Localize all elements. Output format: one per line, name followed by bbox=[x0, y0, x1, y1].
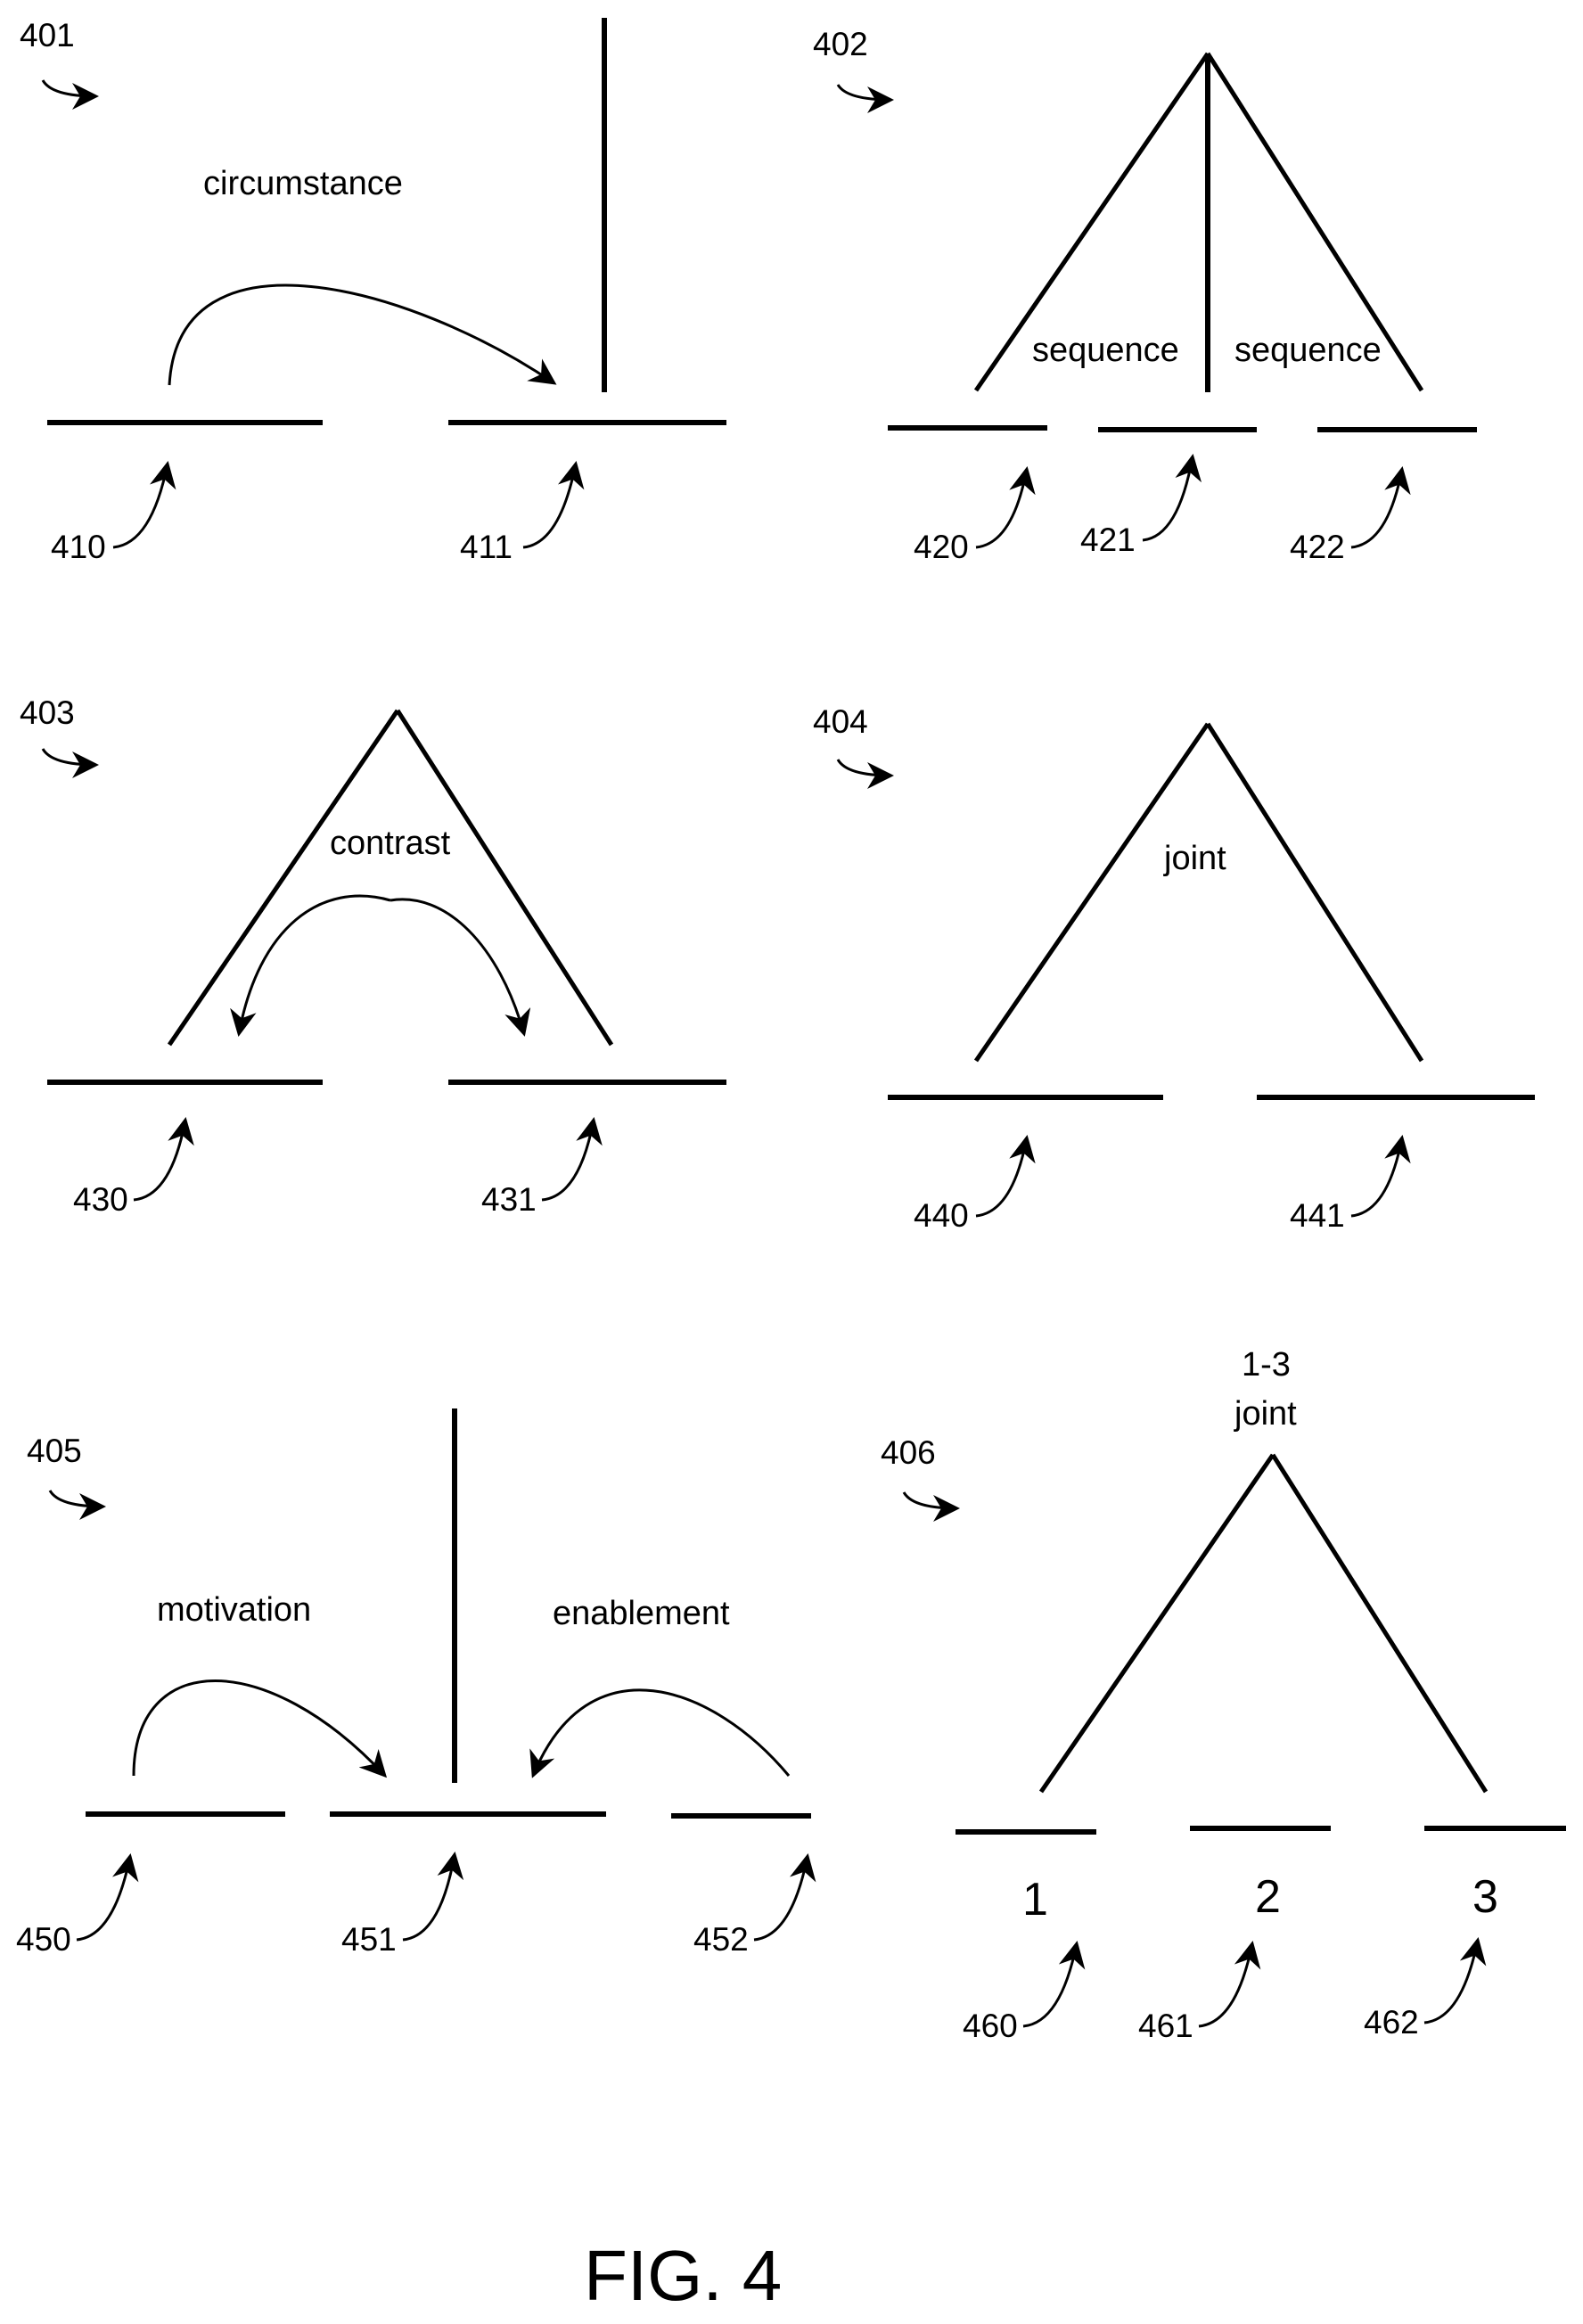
leader-arrow-451 bbox=[403, 1854, 455, 1940]
diagram-405: 405 motivation enablement 450 451 452 bbox=[16, 1408, 811, 1958]
leader-arrow-440 bbox=[976, 1137, 1027, 1216]
relation-arrow bbox=[169, 285, 554, 385]
diagram-ref-403: 403 bbox=[20, 694, 75, 731]
span-right-line bbox=[398, 710, 611, 1045]
diagram-ref-404: 404 bbox=[813, 703, 868, 740]
diagram-pointer-arrow bbox=[43, 80, 96, 96]
segment-ref-431: 431 bbox=[481, 1181, 537, 1218]
unit-label-1: 1 bbox=[1022, 1874, 1048, 1926]
segment-ref-462: 462 bbox=[1364, 2004, 1419, 2041]
segment-ref-440: 440 bbox=[914, 1197, 969, 1234]
leader-arrow-461 bbox=[1199, 1943, 1252, 2026]
leader-arrow-460 bbox=[1023, 1943, 1077, 2026]
span-label: 1-3 bbox=[1242, 1346, 1291, 1384]
unit-label-2: 2 bbox=[1255, 1871, 1281, 1923]
segment-ref-441: 441 bbox=[1290, 1197, 1345, 1234]
span-left-line bbox=[1041, 1455, 1273, 1792]
segment-ref-452: 452 bbox=[693, 1921, 749, 1958]
diagram-ref-402: 402 bbox=[813, 26, 868, 62]
diagram-403: 403 contrast 430 431 bbox=[20, 694, 726, 1218]
diagram-pointer-arrow bbox=[50, 1490, 103, 1507]
diagram-406: 406 1-3 joint 1 2 3 460 461 462 bbox=[881, 1346, 1566, 2044]
diagram-pointer-arrow bbox=[43, 749, 96, 765]
relation-label-sequence-right: sequence bbox=[1234, 332, 1382, 369]
segment-ref-421: 421 bbox=[1080, 521, 1136, 558]
relation-label-sequence-left: sequence bbox=[1032, 332, 1179, 369]
span-left-line bbox=[169, 710, 398, 1045]
leader-arrow-422 bbox=[1351, 469, 1402, 547]
diagram-pointer-arrow bbox=[838, 760, 891, 776]
relation-arrow-left bbox=[239, 896, 390, 1034]
span-right-line bbox=[1273, 1455, 1486, 1792]
segment-ref-461: 461 bbox=[1138, 2008, 1193, 2044]
diagram-pointer-arrow bbox=[838, 85, 891, 100]
diagram-404: 404 joint 440 441 bbox=[813, 703, 1535, 1234]
segment-ref-460: 460 bbox=[963, 2008, 1018, 2044]
diagram-pointer-arrow bbox=[904, 1492, 957, 1508]
leader-arrow-430 bbox=[134, 1120, 185, 1200]
leader-arrow-410 bbox=[113, 464, 168, 547]
leader-arrow-420 bbox=[976, 469, 1027, 547]
leader-arrow-450 bbox=[77, 1856, 130, 1940]
diagram-402: 402 sequence sequence 420 421 422 bbox=[813, 26, 1477, 565]
figure-caption: FIG. 4 bbox=[584, 2236, 782, 2315]
diagram-ref-405: 405 bbox=[27, 1433, 82, 1469]
unit-label-3: 3 bbox=[1472, 1871, 1498, 1923]
relation-label-joint: joint bbox=[1163, 840, 1226, 877]
span-right-line bbox=[1208, 724, 1422, 1061]
span-left-line bbox=[976, 724, 1208, 1061]
segment-ref-450: 450 bbox=[16, 1921, 71, 1958]
relation-arrow-motivation bbox=[134, 1681, 385, 1777]
leader-arrow-421 bbox=[1143, 456, 1193, 540]
relation-label-enablement: enablement bbox=[553, 1595, 730, 1632]
segment-ref-430: 430 bbox=[73, 1181, 128, 1218]
relation-arrow-enablement bbox=[533, 1690, 789, 1776]
leader-arrow-431 bbox=[542, 1120, 594, 1200]
diagram-ref-401: 401 bbox=[20, 17, 75, 53]
relation-label-joint: joint bbox=[1234, 1395, 1297, 1433]
segment-ref-411: 411 bbox=[460, 529, 513, 565]
segment-ref-410: 410 bbox=[51, 529, 106, 565]
leader-arrow-452 bbox=[754, 1856, 808, 1940]
diagram-401: 401 circumstance 410 411 bbox=[20, 17, 726, 565]
segment-ref-422: 422 bbox=[1290, 529, 1345, 565]
segment-ref-451: 451 bbox=[341, 1921, 397, 1958]
leader-arrow-462 bbox=[1424, 1940, 1478, 2023]
relation-arrow-right bbox=[390, 899, 524, 1034]
leader-arrow-441 bbox=[1351, 1137, 1402, 1216]
diagram-ref-406: 406 bbox=[881, 1434, 936, 1471]
leader-arrow-411 bbox=[523, 464, 576, 547]
relation-label-contrast: contrast bbox=[330, 825, 451, 862]
relation-label-circumstance: circumstance bbox=[203, 165, 403, 202]
segment-ref-420: 420 bbox=[914, 529, 969, 565]
relation-label-motivation: motivation bbox=[157, 1591, 311, 1629]
